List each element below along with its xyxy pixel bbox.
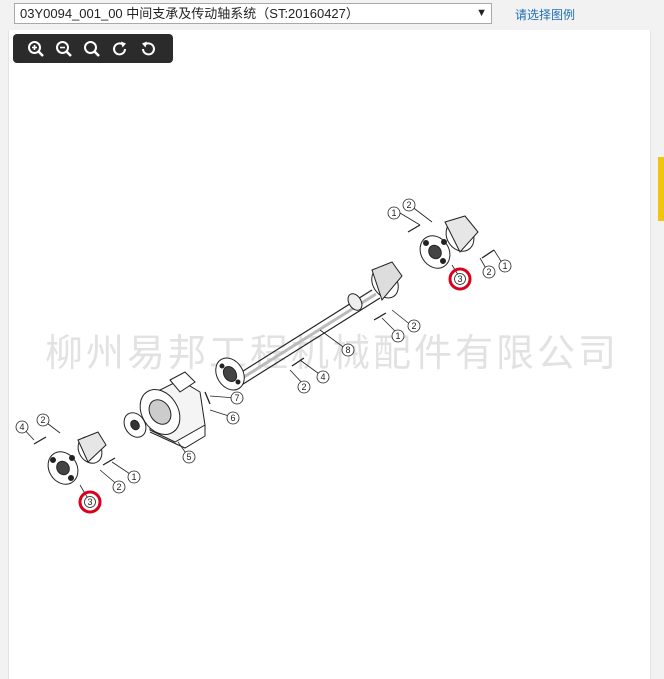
model-select[interactable]: 03Y0094_001_00 中间支承及传动轴系统（ST:20160427） ▼ (14, 3, 492, 24)
callout-number: 8 (345, 345, 350, 355)
rotate-left-icon (142, 41, 155, 55)
legend-select-link[interactable]: 请选择图例 (515, 8, 576, 22)
callout-2e: 2 (36, 413, 50, 427)
left-coupling (47, 431, 107, 485)
callout-number: 6 (230, 413, 235, 423)
highlighted-callouts: 3 3 (78, 267, 472, 514)
zoom-in-button[interactable] (22, 38, 50, 60)
highlighted-part-3-right[interactable]: 3 (448, 267, 472, 291)
callout-number: 2 (411, 321, 416, 331)
callout-number: 7 (234, 393, 239, 403)
callout-4a: 4 (316, 370, 330, 384)
highlighted-part-3-left[interactable]: 3 (78, 490, 102, 514)
bolts (33, 224, 495, 466)
callout-7: 7 (230, 391, 244, 405)
zoom-out-icon (56, 40, 72, 57)
callout-2c: 2 (407, 319, 421, 333)
zoom-reset-icon (84, 40, 100, 57)
bearing-support (123, 371, 206, 449)
callout-number: 4 (320, 372, 325, 382)
zoom-toolbar (13, 34, 173, 63)
callout-number: 2 (40, 415, 45, 425)
right-coupling (419, 215, 479, 269)
rotate-left-button[interactable] (134, 38, 162, 60)
callout-1b: 1 (498, 259, 512, 273)
top-bar: 03Y0094_001_00 中间支承及传动轴系统（ST:20160427） ▼… (0, 0, 664, 30)
callout-1a: 1 (387, 206, 401, 220)
diagram-panel (8, 30, 651, 679)
callout-5: 5 (182, 450, 196, 464)
callout-2a: 2 (402, 198, 416, 212)
callout-number: 2 (486, 267, 491, 277)
callout-number: 1 (131, 472, 136, 482)
chevron-down-icon: ▼ (476, 7, 487, 19)
callout-8: 8 (341, 343, 355, 357)
shaft-right-flange (371, 261, 403, 302)
callout-1d: 1 (127, 470, 141, 484)
zoom-out-button[interactable] (50, 38, 78, 60)
callout-2d: 2 (297, 380, 311, 394)
rotate-right-button[interactable] (106, 38, 134, 60)
zoom-reset-button[interactable] (78, 38, 106, 60)
callout-number: 3 (87, 497, 92, 507)
side-tab[interactable] (658, 157, 664, 221)
callout-number: 5 (186, 452, 191, 462)
callout-6: 6 (226, 411, 240, 425)
callout-4b: 4 (15, 420, 29, 434)
callout-number: 1 (502, 261, 507, 271)
shaft-tube (231, 289, 381, 387)
callout-number: 4 (19, 422, 24, 432)
shaft-left-flange (215, 357, 245, 391)
model-select-value: 03Y0094_001_00 中间支承及传动轴系统（ST:20160427） (20, 6, 359, 21)
callout-number: 1 (395, 331, 400, 341)
callout-number: 2 (301, 382, 306, 392)
zoom-in-icon (28, 40, 44, 57)
callout-number: 3 (457, 274, 462, 284)
rotate-right-icon (113, 41, 126, 55)
callout-1c: 1 (391, 329, 405, 343)
callout-2f: 2 (112, 480, 126, 494)
watermark-text: 柳州易邦工程机械配件有限公司 (44, 331, 619, 375)
callout-labels: 1 2 2 1 1 2 8 4 2 7 6 5 4 2 1 2 (15, 198, 512, 494)
callout-2b: 2 (482, 265, 496, 279)
callout-number: 1 (391, 208, 396, 218)
callout-number: 2 (406, 200, 411, 210)
callout-number: 2 (116, 482, 121, 492)
